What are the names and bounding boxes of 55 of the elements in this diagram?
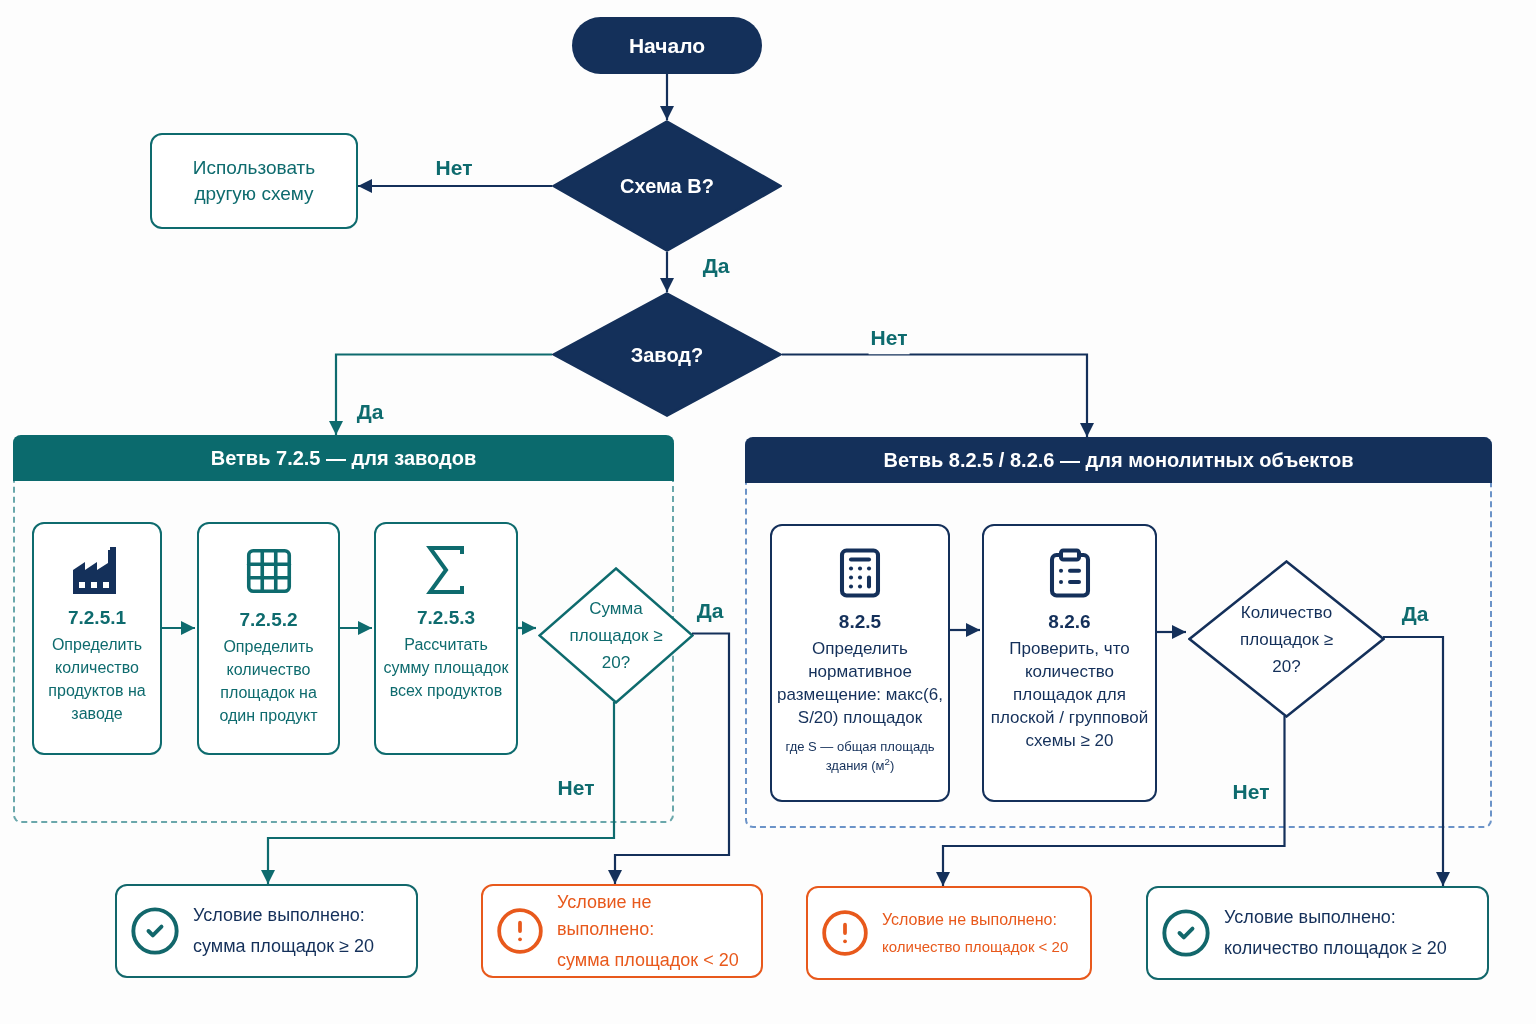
decision-diamond	[552, 292, 782, 417]
arrow	[660, 252, 674, 292]
step-number: 7.2.5.1	[67, 606, 127, 630]
result-box	[1146, 886, 1489, 980]
step-box	[770, 524, 950, 802]
result-title: Условие выполнено:	[1224, 906, 1397, 929]
process-box: Использовать другую схему	[150, 133, 358, 229]
decision-text: Сумма площадок ≥ 20?	[568, 598, 664, 674]
arrow	[936, 716, 1286, 886]
step-description: Определить количество продуктов на заводе	[47, 634, 147, 724]
result-box	[481, 884, 763, 978]
branch-panel	[745, 437, 1492, 828]
step-number: 8.2.6	[1048, 610, 1091, 634]
result-title: Условие не выполнено:	[557, 890, 656, 941]
arrow	[329, 353, 552, 435]
result-box	[806, 886, 1092, 980]
result-detail: сумма площадок < 20	[557, 948, 740, 972]
decision-diamond	[552, 120, 782, 252]
step-number: 7.2.5.3	[416, 606, 476, 630]
step-description: Определить нормативное размещение: макс(6, S/20) площадок	[776, 637, 944, 729]
arrow	[782, 353, 1094, 437]
arrow	[1155, 625, 1186, 639]
panel-header: Ветвь 8.2.5 / 8.2.6 — для монолитных объектов	[745, 437, 1492, 483]
arrow	[160, 621, 195, 635]
result-title: Условие выполнено:	[193, 904, 366, 927]
panel-header: Ветвь 7.2.5 — для заводов	[13, 435, 674, 481]
step-box	[32, 522, 162, 755]
decision-text: Завод?	[630, 342, 704, 368]
arrow	[608, 632, 731, 884]
step-box	[982, 524, 1157, 802]
step-number: 7.2.5.2	[239, 608, 298, 632]
step-box	[374, 522, 518, 755]
arrow	[516, 621, 536, 635]
decision-diamond	[538, 567, 694, 704]
step-number: 8.2.5	[838, 610, 882, 634]
arrow	[338, 621, 372, 635]
arrow	[1383, 635, 1450, 886]
step-description: Проверить, что количество площадок для плоской / групповой схемы ≥ 20	[989, 637, 1150, 752]
step-note: где S — общая площадь здания (м$^{2}$)	[784, 737, 936, 775]
decision-text: Количество площадок ≥ 20?	[1238, 601, 1335, 678]
arrow	[660, 74, 674, 120]
arrow	[358, 179, 552, 193]
arrow	[261, 702, 616, 884]
decision-diamond	[1188, 560, 1385, 718]
start-terminal: Начало	[572, 17, 762, 74]
result-detail: количество площадок ≥ 20	[1224, 937, 1447, 960]
step-description: Рассчитать сумму площадок всех продуктов	[382, 634, 510, 701]
step-box	[197, 522, 340, 755]
step-description: Определить количество площадок на один продукт	[218, 636, 319, 726]
result-detail: сумма площадок ≥ 20	[193, 935, 375, 958]
result-detail: количество площадок < 20	[882, 936, 1069, 957]
result-box	[115, 884, 418, 978]
arrow	[948, 623, 980, 637]
decision-text: Схема B?	[620, 174, 714, 199]
result-title: Условие не выполнено:	[882, 909, 1058, 930]
